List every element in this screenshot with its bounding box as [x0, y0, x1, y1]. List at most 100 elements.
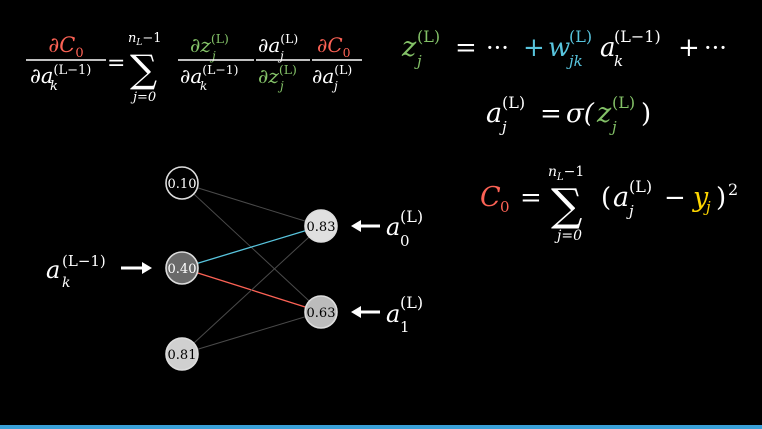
input-node-1-value: 0.40	[168, 262, 197, 277]
lhs-denominator-sup: (L−1)	[53, 63, 91, 78]
z-equals: =	[455, 33, 477, 63]
lhs-numerator-sub: 0	[75, 46, 83, 61]
input-label-sub: k	[62, 275, 70, 291]
cost-y-sub: j	[703, 198, 711, 216]
a-def-z-sub: j	[609, 118, 617, 136]
lhs-denominator: ∂a	[30, 64, 53, 88]
lhs-numerator: ∂C	[48, 33, 75, 57]
input-activation-label: a (L−1) k	[46, 252, 106, 291]
sigma-close: )	[641, 99, 651, 129]
cost-symbol: C	[480, 182, 501, 213]
term2-denominator-sup: (L)	[279, 62, 297, 77]
network-edges	[181, 182, 322, 355]
term-dz-da: ∂z(L) j ∂a(L−1) k	[178, 31, 254, 93]
output-label-1-base: a	[386, 300, 400, 328]
a-def-z-sup: (L)	[612, 93, 635, 112]
video-progress-bar[interactable]	[0, 425, 762, 429]
output-label-1-sub: 1	[400, 318, 410, 336]
term-dC-da: ∂C0 ∂a(L) j	[312, 33, 362, 93]
edge-1-0-blue	[181, 225, 322, 269]
term2-numerator-sub: j	[277, 49, 284, 63]
term-da-dz: ∂a(L) j ∂z(L) j	[256, 31, 310, 93]
edge-0-0	[181, 182, 322, 227]
input-node-0: 0.10	[165, 166, 199, 200]
a-sup: (L)	[502, 93, 525, 112]
term3-denominator: ∂a	[312, 64, 334, 88]
a-definition: a (L) j = σ( z (L) j )	[486, 93, 651, 136]
cost-a: a	[613, 182, 629, 213]
cost-sum-bottom: j=0	[554, 228, 582, 244]
a-def-z: z	[596, 98, 612, 129]
output-label-0-sup: (L)	[400, 207, 423, 226]
z-plus-white: +	[678, 33, 700, 63]
term1-denominator: ∂a	[180, 64, 202, 88]
input-node-2-value: 0.81	[168, 348, 197, 363]
svg-text:∂a(L): ∂a(L)	[312, 62, 352, 88]
sum-top-sub: L	[135, 38, 142, 48]
a-prev-sup: (L−1)	[614, 27, 661, 46]
term2-denominator: ∂z	[258, 64, 279, 88]
sigma-open: σ(	[566, 99, 595, 129]
cost-a-sub: j	[626, 202, 634, 220]
cost-y: y	[692, 182, 709, 213]
svg-text:∂C0: ∂C0	[317, 33, 351, 60]
cost-sub: 0	[500, 198, 510, 216]
cost-sum-top: n	[548, 164, 557, 180]
term3-numerator-sub: 0	[343, 45, 351, 60]
input-label-base: a	[46, 256, 60, 284]
output-node-0: 0.83	[304, 209, 338, 243]
chain-summation: nL−1 ∑ j=0	[128, 31, 162, 105]
a-sub: j	[499, 118, 507, 136]
svg-text:∂z(L): ∂z(L)	[258, 62, 297, 88]
term2-numerator: ∂a	[258, 33, 280, 57]
term1-numerator-sup: (L)	[211, 31, 229, 46]
term3-denominator-sub: j	[331, 79, 338, 93]
sum-symbol: ∑	[130, 47, 157, 91]
sum-top-tail: −1	[142, 31, 161, 46]
cost-close-paren: )	[716, 183, 726, 213]
z-sup: (L)	[417, 27, 440, 46]
z-symbol: z	[401, 32, 417, 63]
z-leading-dots: ···	[486, 34, 509, 62]
svg-text:∂C0: ∂C0	[48, 33, 83, 61]
term2-numerator-sup: (L)	[280, 31, 298, 46]
edge-2-0	[181, 225, 322, 355]
z-sub: j	[414, 52, 422, 70]
z-plus-blue: +	[523, 33, 545, 63]
input-arrow	[121, 262, 152, 274]
a-prev-symbol: a	[600, 33, 616, 63]
sum-top: n	[128, 31, 136, 46]
output-arrow-1	[351, 306, 380, 318]
cost-power: 2	[728, 180, 738, 199]
z-definition: z (L) j = ··· + w (L) jk a (L−1) k + ···	[401, 27, 727, 70]
svg-text:nL−1: nL−1	[548, 164, 584, 183]
cost-sum-top-tail: −1	[564, 164, 585, 180]
input-node-1: 0.40	[165, 251, 199, 285]
input-label-sup: (L−1)	[62, 252, 106, 270]
cost-minus: −	[664, 183, 686, 213]
output-node-1: 0.63	[304, 295, 338, 329]
term1-numerator: ∂z	[190, 33, 211, 57]
a-prev-sub: k	[614, 52, 623, 70]
output-label-0-sub: 0	[400, 232, 410, 250]
term1-numerator-sub: j	[209, 49, 216, 63]
output-label-1: a (L) 1	[386, 293, 423, 336]
z-trailing-dots: ···	[704, 34, 727, 62]
term1-denominator-sup: (L−1)	[202, 62, 238, 77]
svg-text:∂a(L−1): ∂a(L−1)	[180, 62, 238, 88]
cost-sum-top-sub: L	[556, 172, 564, 183]
term3-numerator: ∂C	[317, 33, 343, 57]
network-nodes: 0.10 0.40 0.81 0.83 0.63	[165, 166, 338, 371]
output-arrow-0	[351, 220, 380, 232]
cost-a-sup: (L)	[629, 177, 652, 196]
chain-equals: =	[107, 51, 125, 76]
edge-2-1	[181, 311, 322, 355]
term3-denominator-sup: (L)	[334, 62, 352, 77]
term2-denominator-sub: j	[277, 79, 284, 93]
svg-text:∂a(L): ∂a(L)	[258, 31, 298, 57]
output-label-0: a (L) 0	[386, 207, 423, 250]
cost-open-paren: (	[601, 183, 611, 213]
term1-denominator-sub: k	[200, 79, 207, 93]
